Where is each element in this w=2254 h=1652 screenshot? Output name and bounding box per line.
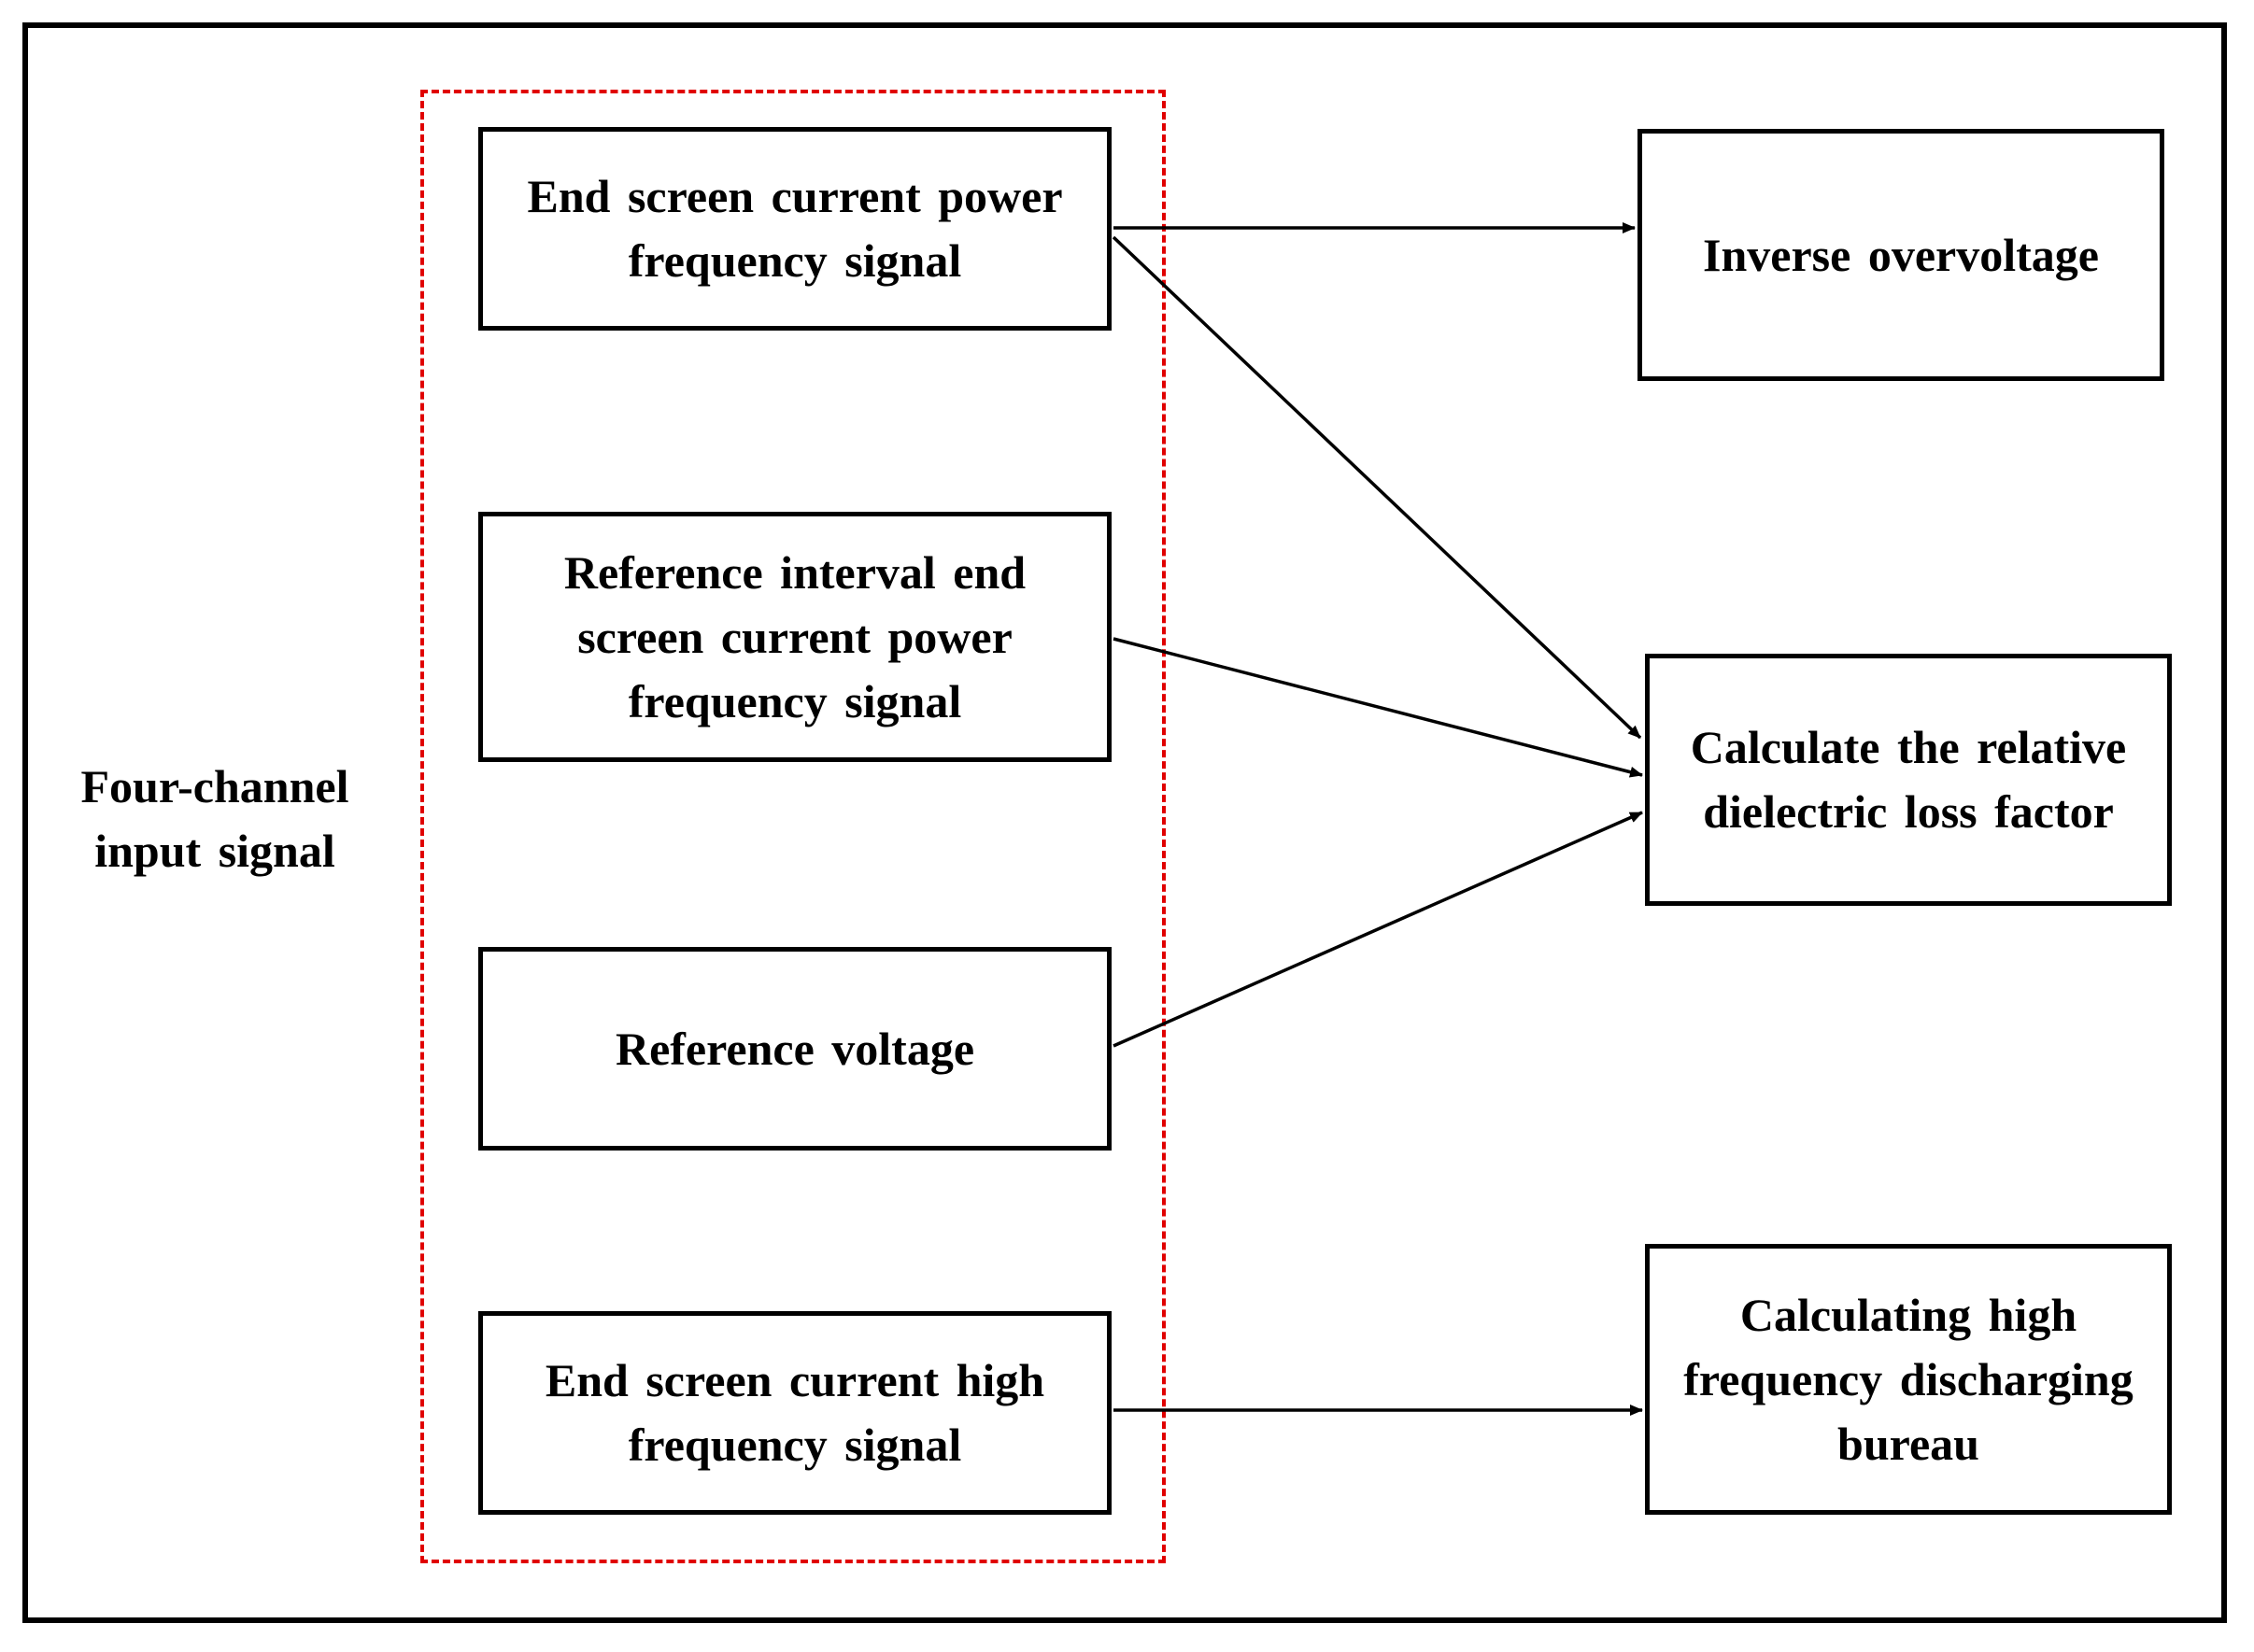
input-box-end-screen-power-frequency: End screen current power frequency signa…: [478, 127, 1112, 331]
output-box-dielectric-loss-factor: Calculate the relative dielectric loss f…: [1645, 654, 2172, 906]
input-box-reference-interval-power-frequency: Reference interval end screen current po…: [478, 512, 1112, 762]
output-box-high-frequency-discharge: Calculating high frequency discharging b…: [1645, 1244, 2172, 1515]
four-channel-input-label: Four-channel input signal: [80, 760, 349, 877]
diagram-frame: [22, 22, 2227, 1623]
input-box-end-screen-high-frequency: End screen current high frequency signal: [478, 1311, 1112, 1515]
output-box-inverse-overvoltage: Inverse overvoltage: [1637, 129, 2164, 381]
input-box-reference-voltage: Reference voltage: [478, 947, 1112, 1151]
